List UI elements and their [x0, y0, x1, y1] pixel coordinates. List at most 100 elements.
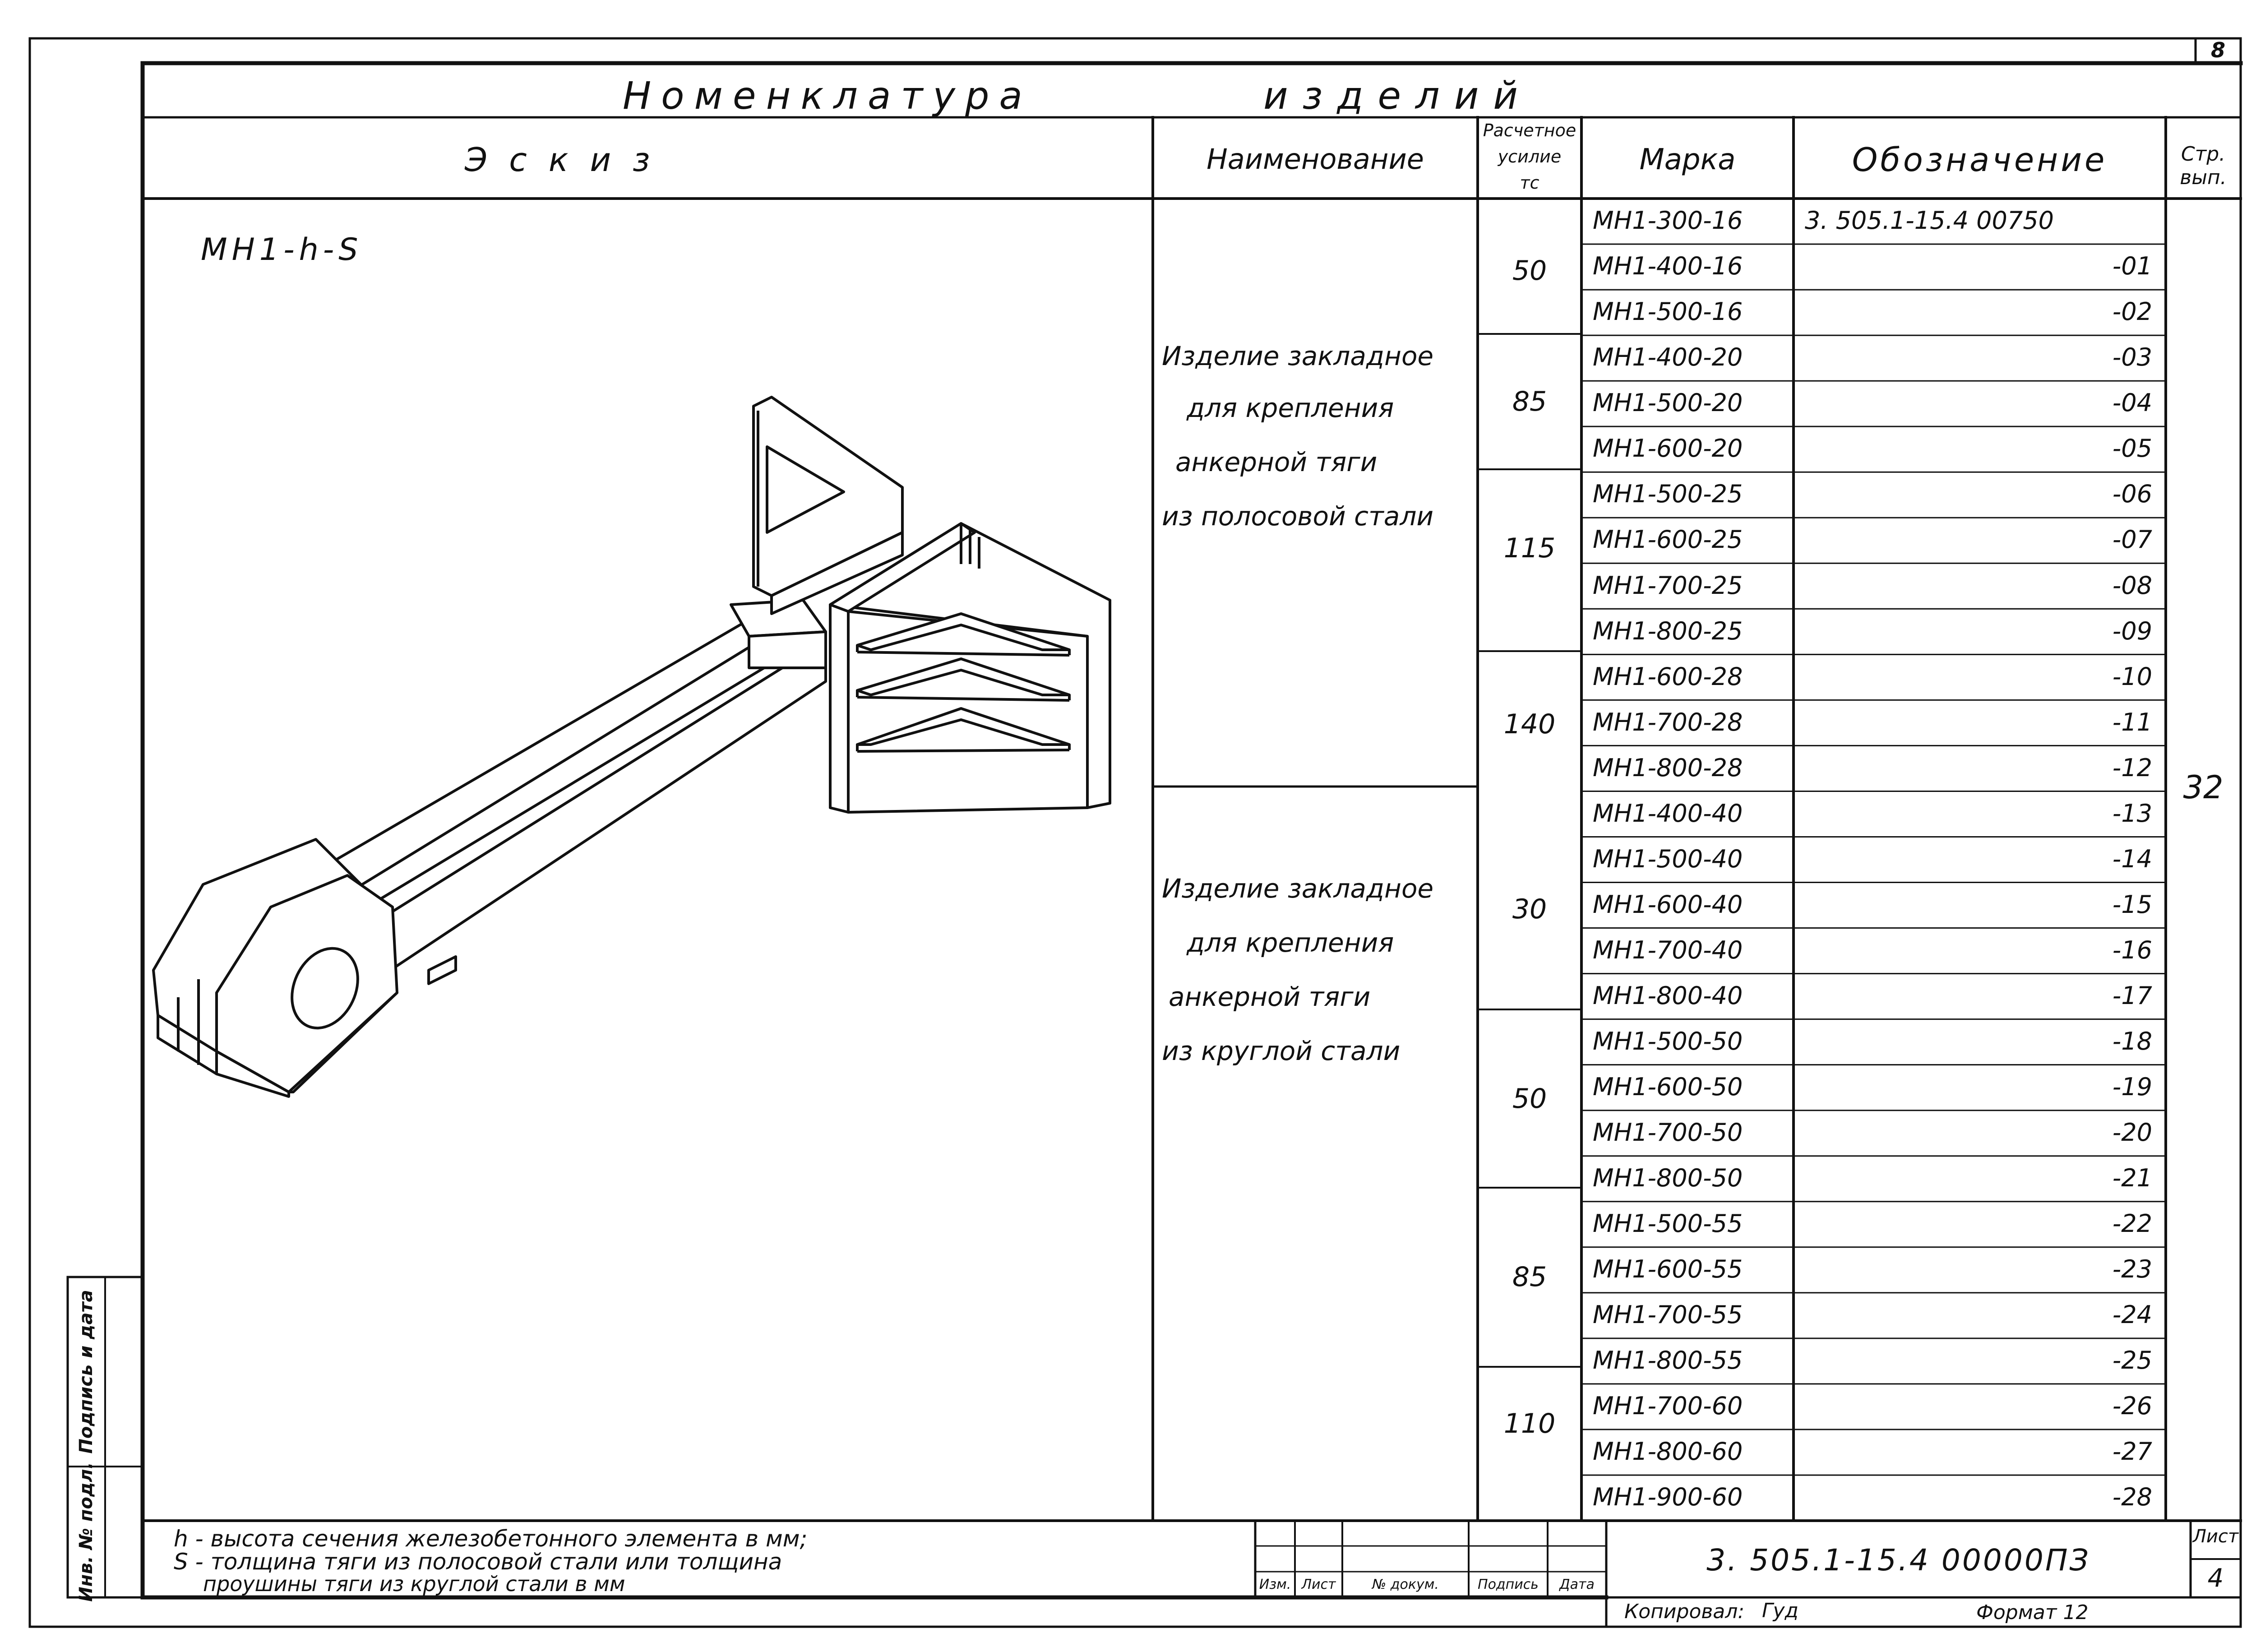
- title-right: изделий: [1263, 74, 1532, 118]
- designation-cell: -14: [2112, 844, 2152, 873]
- designation-cell: -07: [2112, 525, 2152, 554]
- mark-cell: МН1-800-28: [1593, 753, 1743, 782]
- copied-label: Копировал:: [1624, 1600, 1745, 1623]
- designation-cell: -20: [2112, 1118, 2152, 1147]
- force-value: 85: [1512, 1261, 1547, 1293]
- group1-name-line2: для крепления: [1187, 393, 1394, 423]
- mark-cell: МН1-700-55: [1593, 1300, 1743, 1329]
- part-sketch: [152, 396, 1111, 1098]
- tb-col-change: Изм.: [1259, 1577, 1291, 1592]
- header-force-2: усилие: [1498, 147, 1562, 167]
- note-line2: S - толщина тяги из полосовой стали или …: [174, 1549, 782, 1575]
- mark-cell: МН1-500-40: [1593, 844, 1743, 873]
- tb-col-date: Дата: [1559, 1577, 1595, 1592]
- group1-name-line1: Изделие закладное: [1162, 341, 1434, 371]
- mark-cell: МН1-800-25: [1593, 616, 1743, 645]
- mark-cell: МН1-500-16: [1593, 297, 1743, 326]
- designation-cell: -21: [2112, 1163, 2152, 1192]
- designation-cell: -03: [2112, 343, 2152, 372]
- tb-col-doc: № докум.: [1372, 1577, 1439, 1592]
- designation-cell: -06: [2112, 480, 2152, 509]
- mark-cell: МН1-800-40: [1593, 981, 1743, 1010]
- mark-cell: МН1-400-20: [1593, 343, 1743, 372]
- designation-cell: -12: [2112, 753, 2152, 782]
- force-value: 115: [1503, 532, 1556, 564]
- group2-name-line1: Изделие закладное: [1162, 873, 1434, 904]
- mark-cell: МН1-600-40: [1593, 890, 1743, 919]
- document-code: 3. 505.1-15.4 00000ПЗ: [1706, 1543, 2090, 1578]
- header-name: Наименование: [1207, 143, 1424, 176]
- designation-cell: -26: [2112, 1392, 2152, 1421]
- page-value: 32: [2183, 769, 2224, 806]
- group2-name-line4: из круглой стали: [1162, 1036, 1401, 1066]
- force-value: 110: [1503, 1408, 1556, 1439]
- group1-name-line3: анкерной тяги: [1175, 447, 1378, 477]
- force-value: 50: [1512, 1083, 1547, 1115]
- force-value: 140: [1503, 708, 1556, 740]
- mark-cell: МН1-500-55: [1593, 1209, 1743, 1238]
- designation-cell: -01: [2112, 252, 2152, 281]
- sheet-number: 4: [2207, 1564, 2224, 1593]
- mark-cell: МН1-500-25: [1593, 480, 1743, 509]
- mark-cell: МН1-300-16: [1593, 206, 1743, 235]
- header-page-2: вып.: [2180, 166, 2227, 189]
- mark-cell: МН1-700-60: [1593, 1392, 1743, 1421]
- force-value: 50: [1512, 255, 1547, 287]
- designation-cell: -11: [2112, 708, 2152, 736]
- header-sketch: Эскиз: [465, 141, 672, 179]
- tb-col-sheet: Лист: [1301, 1577, 1336, 1592]
- designation-cell: -17: [2112, 981, 2152, 1010]
- designation-cell: -15: [2112, 890, 2152, 919]
- title-left: Номенклатура: [623, 74, 1032, 118]
- header-page-1: Стр.: [2181, 143, 2226, 166]
- header-mark: Марка: [1639, 143, 1736, 176]
- group1-name-line4: из полосовой стали: [1162, 501, 1434, 532]
- designation-cell: -18: [2112, 1027, 2152, 1055]
- copied-signature: Гуд: [1762, 1599, 1798, 1622]
- note-line3: проушины тяги из круглой стали в мм: [203, 1572, 625, 1596]
- mark-cell: МН1-600-50: [1593, 1072, 1743, 1101]
- designation-cell: -02: [2112, 297, 2152, 326]
- mark-cell: МН1-400-16: [1593, 252, 1743, 281]
- designation-cell: -08: [2112, 571, 2152, 600]
- designation-cell: -16: [2112, 935, 2152, 964]
- group2-name-line3: анкерной тяги: [1169, 981, 1371, 1012]
- designation-cell: -05: [2112, 434, 2152, 463]
- force-value: 30: [1512, 893, 1547, 925]
- outer-frame: [28, 37, 2242, 1628]
- mark-cell: МН1-700-40: [1593, 935, 1743, 964]
- designation-cell: -25: [2112, 1346, 2152, 1375]
- mark-cell: МН1-400-40: [1593, 799, 1743, 828]
- mark-cell: МН1-600-25: [1593, 525, 1743, 554]
- designation-cell: -23: [2112, 1255, 2152, 1284]
- header-force-1: Расчетное: [1483, 120, 1576, 140]
- header-force-3: тс: [1520, 173, 1539, 193]
- designation-cell: -04: [2112, 389, 2152, 417]
- sheet-label: Лист: [2192, 1526, 2239, 1547]
- mark-cell: МН1-700-28: [1593, 708, 1743, 736]
- mark-cell: МН1-600-55: [1593, 1255, 1743, 1284]
- stamp-inventory-label: Инв. № подл.: [76, 1462, 97, 1602]
- stamp-signature-label: Подпись и дата: [76, 1290, 97, 1454]
- group2-name-line2: для крепления: [1187, 927, 1394, 958]
- mark-cell: МН1-700-25: [1593, 571, 1743, 600]
- designation-cell: -13: [2112, 799, 2152, 828]
- corner-sheet-number: 8: [2210, 38, 2225, 62]
- designation-cell: -19: [2112, 1072, 2152, 1101]
- note-line1: h - высота сечения железобетонного элеме…: [174, 1526, 808, 1552]
- header-designation: Обозначение: [1852, 141, 2108, 179]
- mark-cell: МН1-700-50: [1593, 1118, 1743, 1147]
- tb-col-signature: Подпись: [1478, 1577, 1539, 1592]
- force-value: 85: [1512, 386, 1547, 417]
- mark-cell: МН1-600-28: [1593, 662, 1743, 691]
- designation-cell: -22: [2112, 1209, 2152, 1238]
- sketch-label: МН1-h-S: [201, 232, 363, 268]
- mark-cell: МН1-900-60: [1593, 1483, 1743, 1512]
- format-label: Формат 12: [1976, 1601, 2089, 1624]
- mark-cell: МН1-800-55: [1593, 1346, 1743, 1375]
- mark-cell: МН1-500-50: [1593, 1027, 1743, 1055]
- designation-cell: -24: [2112, 1300, 2152, 1329]
- designation-cell: -28: [2112, 1483, 2152, 1512]
- mark-cell: МН1-500-20: [1593, 389, 1743, 417]
